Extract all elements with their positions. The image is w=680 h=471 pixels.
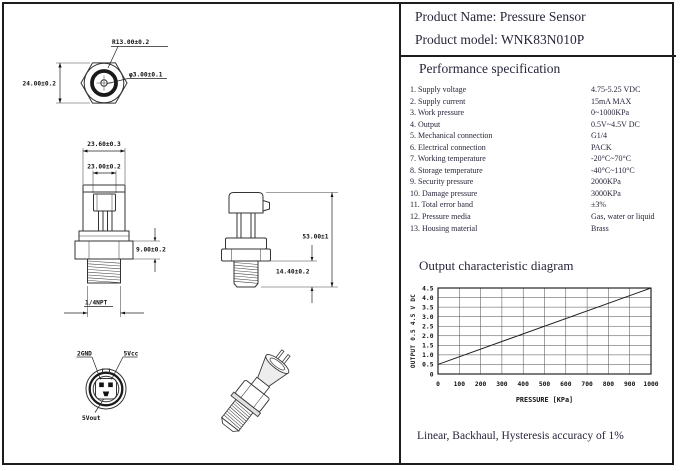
dim-top-height-label: 24.00±0.2 [22,81,56,88]
spec-value: ±3% [591,200,607,210]
chart-series-line [437,287,652,365]
spec-label: 10. Damage pressure [410,188,478,198]
spec-label: 3. Work pressure [410,108,465,118]
spec-row: 3. Work pressure 0~1000KPa [410,107,670,119]
product-name-line: Product Name: Pressure Sensor [415,9,586,24]
dim-hole-label: φ3.00±0.1 [129,72,163,79]
y-tick-label: 4.5 [422,285,434,292]
x-tick-label: 700 [581,381,593,388]
spec-row: 4. Output 0.5V~4.5V DC [410,119,670,131]
spec-value: 3000KPa [591,188,621,198]
x-tick-label: 300 [496,381,508,388]
product-model-line: Product model: WNK83N010P [415,32,585,47]
spec-row: 7. Working temperature -20°C~70°C [410,153,670,165]
pin-vcc-label: 5Vcc [124,351,139,358]
spec-value: G1/4 [591,131,607,141]
y-tick-label: 2.5 [422,324,434,331]
spec-row: 6. Electrical connection PACK [410,142,670,154]
isometric-view-drawing [221,349,291,432]
spec-row: 10. Damage pressure 3000KPa [410,188,670,200]
spec-label: 7. Working temperature [410,154,486,164]
side-view-drawing: 53.00±1 14.40±0.2 [221,192,338,303]
y-tick-label: 3.0 [422,314,434,321]
x-tick-label: 0 [436,381,440,388]
y-tick-label: 0 [430,371,434,378]
spec-label: 11. Total error band [410,200,473,210]
spec-value: 15mA MAX [591,96,632,106]
spec-label: 12. Pressure media [410,212,471,222]
y-tick-label: 3.5 [422,304,434,311]
spec-label: 2. Supply current [410,96,466,106]
x-tick-label: 600 [560,381,572,388]
spec-list: 1. Supply voltage 4.75-5.25 VDC 2. Supply … [410,84,670,234]
dim-thread-length-label: 14.40±0.2 [276,269,310,276]
spec-section-heading: Performance specification [419,61,561,76]
x-axis-title: PRESSURE [KPa] [516,396,573,404]
spec-label: 8. Storage temperature [410,165,483,175]
chart-plot-box [437,287,652,375]
header-separator-line [401,55,676,57]
y-tick-label: 0.5 [422,362,434,369]
dim-width-outer-label: 23.60±0.3 [87,141,121,148]
spec-value: 4.75-5.25 VDC [591,85,641,94]
spec-value: -40°C~110°C [591,165,635,175]
x-tick-label: 800 [603,381,615,388]
spec-row: 11. Total error band ±3% [410,199,670,211]
spec-label: 9. Security pressure [410,177,474,187]
output-chart: 0 0.5 1.0 1.5 2.0 2.5 3.0 3.5 4.0 4.5 0 100 200 300 40… [410,285,659,404]
spec-row: 2. Supply current 15mA MAX [410,96,670,108]
x-tick-label: 100 [454,381,466,388]
spec-label: 5. Mechanical connection [410,131,493,141]
page-border [2,2,674,465]
spec-value: -20°C~70°C [591,154,632,164]
dim-hex-height-label: 9.00±0.2 [136,247,166,254]
y-tick-label: 2.0 [422,333,434,340]
spec-row: 12. Pressure media Gas, water or liquid [410,211,670,223]
spec-value: 0.5V~4.5V DC [591,119,640,129]
spec-row: 9. Security pressure 2000KPa [410,176,670,188]
spec-label: 4. Output [410,119,441,129]
spec-label: 1. Supply voltage [410,85,467,94]
chart-section-heading: Output characteristic diagram [419,258,574,273]
x-tick-label: 500 [539,381,551,388]
y-axis-title: OUTPUT 0.5 4.5 V DC [410,294,417,368]
dim-total-height-label: 53.00±1 [302,234,328,241]
spec-value: Gas, water or liquid [591,212,655,222]
connector-pinout-drawing: 2GND 5Vcc 5Vout [76,351,139,422]
spec-value: 0~1000KPa [591,108,630,118]
x-tick-label: 400 [518,381,530,388]
spec-row: 13. Housing material Brass [410,223,670,235]
spec-row: 1. Supply voltage 4.75-5.25 VDC [410,84,670,96]
dim-width-inner-label: 23.00±0.2 [87,164,121,171]
x-tick-label: 200 [475,381,487,388]
pin-gnd-label: 2GND [77,351,92,358]
spec-row: 8. Storage temperature -40°C~110°C [410,165,670,177]
vertical-divider [399,2,401,465]
dim-radius-label: R13.00±0.2 [112,39,150,46]
y-tick-label: 1.5 [422,343,434,350]
x-tick-label: 900 [624,381,636,388]
spec-value: Brass [591,223,609,233]
accuracy-note: Linear, Backhaul, Hysteresis accuracy of… [417,430,624,442]
spec-label: 13. Housing material [410,223,478,233]
spec-row: 5. Mechanical connection G1/4 [410,130,670,142]
y-tick-label: 1.0 [422,352,434,359]
thread-spec-label: 1/4NPT [85,300,108,307]
x-tick-label: 1000 [643,381,658,388]
spec-value: PACK [591,142,612,152]
y-tick-label: 4.0 [422,295,434,302]
spec-label: 6. Electrical connection [410,142,486,152]
spec-value: 2000KPa [591,177,621,187]
top-view-drawing: 24.00±0.2 R13.00±0.2 φ3.00±0.1 [22,39,168,104]
pin-vout-label: 5Vout [82,415,101,422]
front-view-drawing: 23.60±0.3 23.00±0.2 [64,141,166,317]
